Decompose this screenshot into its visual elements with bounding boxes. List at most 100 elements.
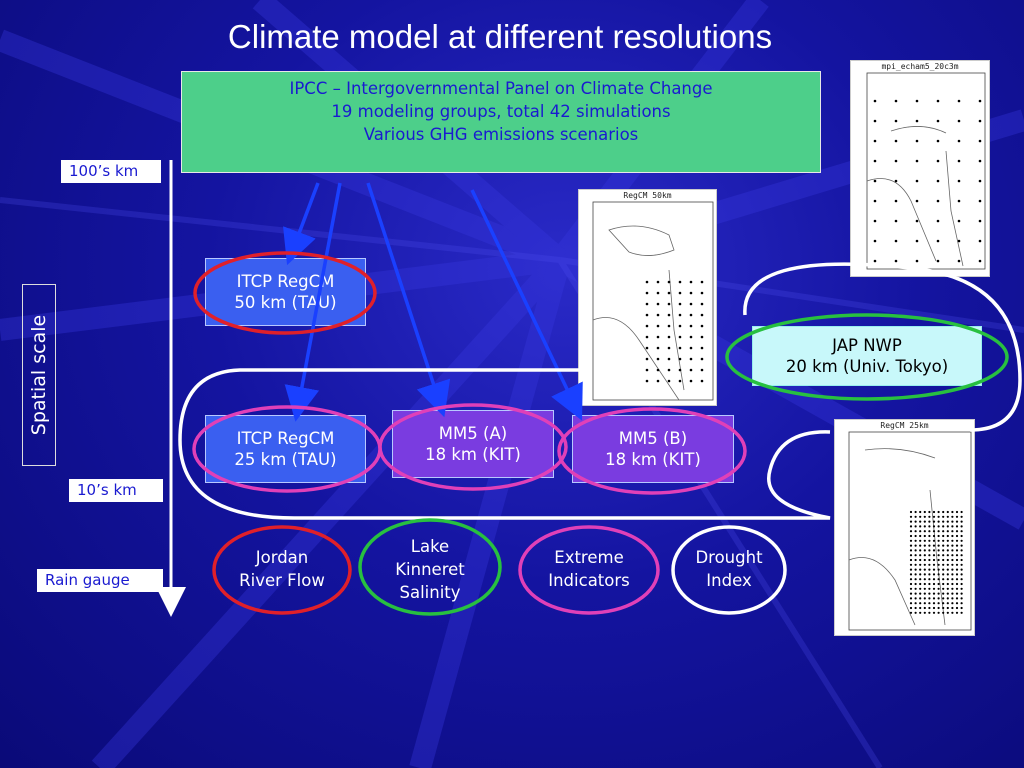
grid-point xyxy=(936,159,940,163)
grid-point xyxy=(951,525,954,528)
grid-point xyxy=(873,239,877,243)
model-mm5a-line-1: MM5 (A) xyxy=(438,424,508,443)
grid-point xyxy=(645,379,649,383)
grid-point xyxy=(923,602,926,605)
grid-point xyxy=(960,592,963,595)
grid-point xyxy=(678,335,682,339)
spatial-scale-axis-label: Spatial scale xyxy=(22,284,56,466)
grid-point xyxy=(955,602,959,605)
grid-point xyxy=(937,563,940,566)
grid-point xyxy=(942,544,945,547)
grid-point xyxy=(955,525,959,528)
grid-point xyxy=(942,606,945,610)
grid-point xyxy=(919,530,922,533)
grid-point xyxy=(914,578,917,581)
grid-point xyxy=(914,554,917,557)
grid-point xyxy=(951,520,954,523)
grid-point xyxy=(678,368,682,372)
grid-point xyxy=(894,139,898,143)
grid-point xyxy=(978,139,982,143)
scale-label-10km: 10’s km xyxy=(69,479,163,502)
grid-point xyxy=(932,611,936,614)
grid-point xyxy=(955,520,959,523)
grid-point xyxy=(909,549,913,552)
grid-point xyxy=(894,179,898,183)
grid-point xyxy=(919,515,922,518)
grid-point xyxy=(923,525,926,528)
grid-point xyxy=(923,587,926,590)
grid-point xyxy=(932,592,936,595)
grid-point xyxy=(955,597,959,600)
grid-point xyxy=(928,568,931,571)
grid-point xyxy=(909,515,913,518)
grid-point xyxy=(942,597,945,600)
grid-point xyxy=(960,597,963,600)
grid-point xyxy=(914,510,917,514)
grid-point xyxy=(923,530,926,533)
outcome-drought-line-1: Drought xyxy=(695,548,763,567)
grid-point xyxy=(894,119,898,123)
grid-point xyxy=(955,606,959,610)
grid-point xyxy=(667,280,671,284)
grid-point xyxy=(955,578,959,581)
grid-point xyxy=(919,549,922,552)
map-regcm-50km-plot xyxy=(592,201,714,401)
grid-point xyxy=(645,357,649,361)
model-regcm-25km-line-2: 25 km (TAU) xyxy=(234,450,337,469)
model-mm5b-line-1: MM5 (B) xyxy=(618,429,688,448)
outcome-extreme-line-2: Indicators xyxy=(548,571,630,590)
grid-point xyxy=(937,568,940,571)
grid-point xyxy=(667,324,671,328)
grid-point xyxy=(942,563,945,566)
grid-point xyxy=(928,554,931,557)
grid-point xyxy=(928,587,931,590)
grid-point xyxy=(951,578,954,581)
grid-point xyxy=(951,568,954,571)
map-regcm-25km-plot xyxy=(848,431,972,631)
grid-point xyxy=(937,534,940,538)
grid-point xyxy=(923,558,926,562)
grid-point xyxy=(946,554,949,557)
grid-point xyxy=(960,582,963,586)
grid-point xyxy=(946,563,949,566)
grid-point xyxy=(689,379,693,383)
grid-point xyxy=(894,99,898,103)
grid-point xyxy=(978,239,982,243)
grid-point xyxy=(928,539,931,542)
grid-point xyxy=(915,119,919,123)
grid-point xyxy=(914,525,917,528)
model-regcm-25km-box: ITCP RegCM 25 km (TAU) xyxy=(205,415,366,483)
grid-point xyxy=(667,368,671,372)
grid-point xyxy=(678,302,682,306)
grid-point xyxy=(937,530,940,533)
grid-point xyxy=(928,558,931,562)
grid-point xyxy=(936,259,940,263)
grid-point xyxy=(914,549,917,552)
grid-point xyxy=(667,313,671,317)
grid-point xyxy=(909,563,913,566)
grid-point xyxy=(914,563,917,566)
map-echam5-plot xyxy=(866,72,986,270)
grid-point xyxy=(951,530,954,533)
grid-point xyxy=(946,515,949,518)
grid-point xyxy=(960,568,963,571)
model-jap-nwp-line-2: 20 km (Univ. Tokyo) xyxy=(785,357,949,376)
grid-point xyxy=(656,335,660,339)
grid-point xyxy=(936,119,940,123)
grid-point xyxy=(942,530,945,533)
grid-point xyxy=(919,568,922,571)
grid-point xyxy=(942,534,945,538)
grid-point xyxy=(960,587,963,590)
grid-point xyxy=(923,578,926,581)
grid-point xyxy=(928,582,931,586)
ipcc-line-3: Various GHG emissions scenarios xyxy=(363,125,639,144)
grid-point xyxy=(919,597,922,600)
grid-point xyxy=(960,578,963,581)
grid-point xyxy=(914,587,917,590)
grid-point xyxy=(951,534,954,538)
grid-point xyxy=(937,554,940,557)
grid-point xyxy=(932,525,936,528)
grid-point xyxy=(960,510,963,514)
outcome-lake-kinneret-salinity: Lake Kinneret Salinity xyxy=(360,535,500,604)
grid-point xyxy=(932,520,936,523)
